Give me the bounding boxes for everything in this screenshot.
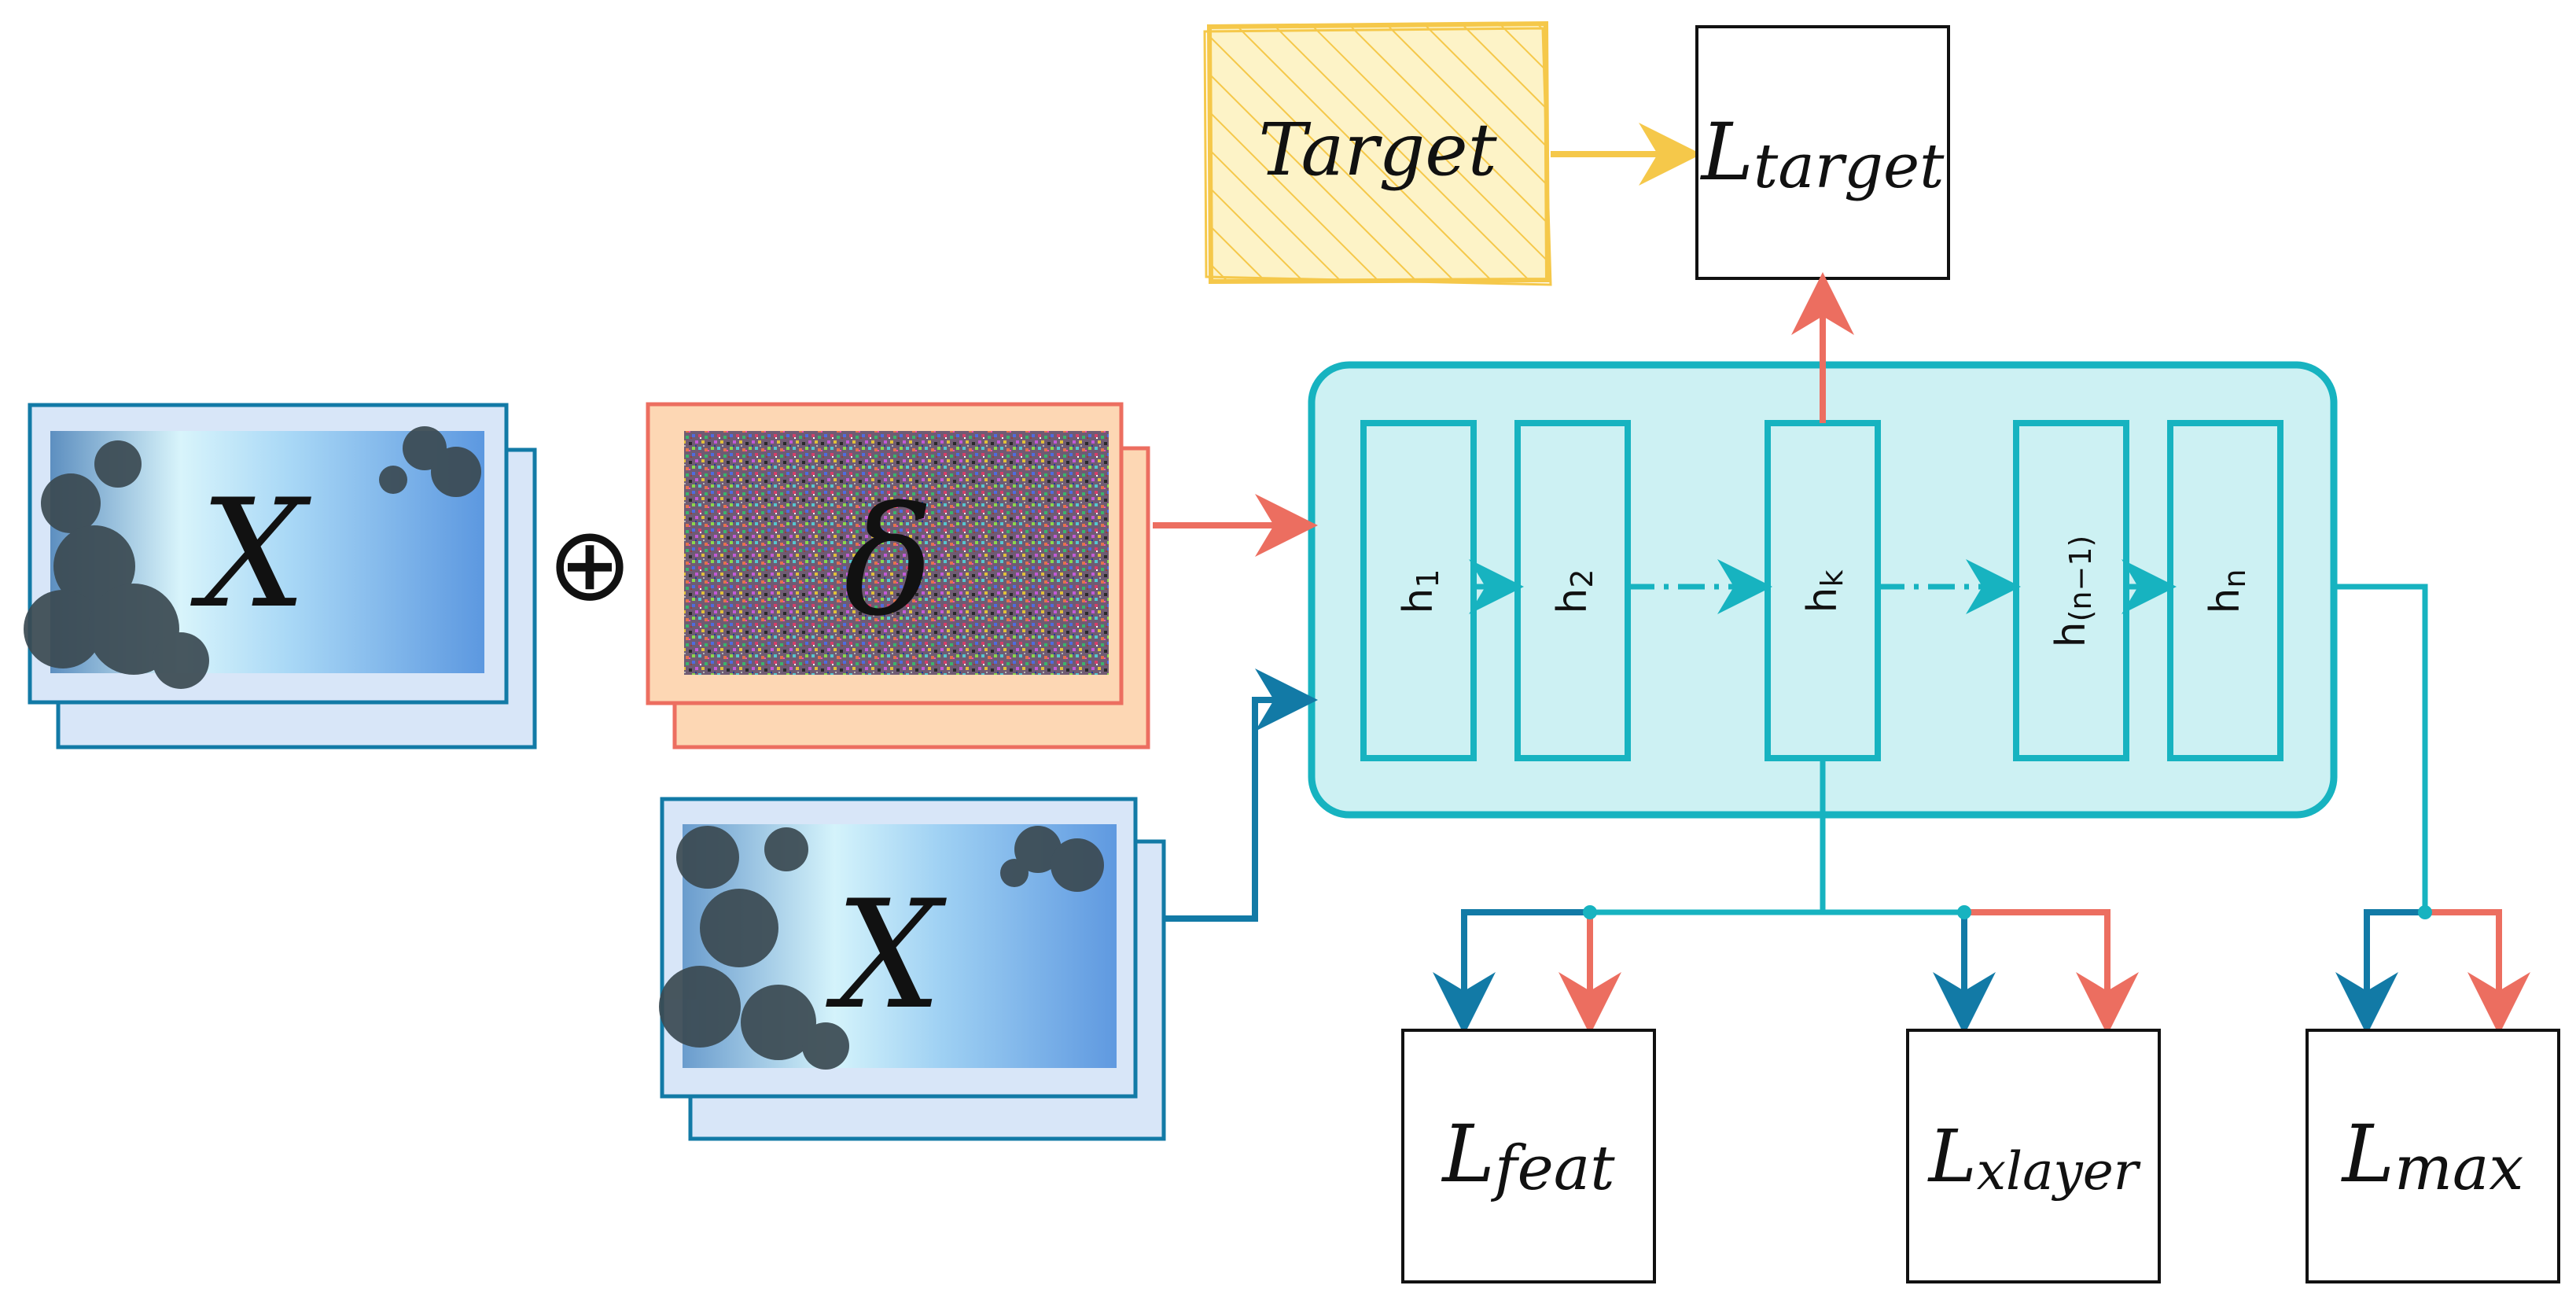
loss-xlayer-label: Lxlayer — [1927, 1114, 2141, 1202]
feat-branch-dot — [1583, 905, 1597, 919]
layer-h2-label: h2 — [1549, 569, 1599, 613]
loss-xlayer-box: Lxlayer — [1906, 1029, 2161, 1283]
xlayer-branch-dot — [1957, 905, 1971, 919]
perturbation-noise — [684, 431, 1109, 675]
layer-hn-1-label: h(n−1) — [2048, 536, 2098, 648]
perturbation-stack: δ — [646, 402, 1150, 749]
loss-max-label: Lmax — [2341, 1108, 2524, 1204]
hn-branch-stem — [2334, 584, 2428, 912]
feat-blue-arrow — [1433, 909, 1590, 1035]
xlayer-red-arrow — [1964, 909, 2139, 1035]
max-branch-dot — [2418, 905, 2432, 919]
loss-max-box: Lmax — [2306, 1029, 2560, 1283]
loss-feat-box: Lfeat — [1401, 1029, 1656, 1283]
reference-image-symbol: X — [825, 868, 947, 1042]
target-box: Target — [1203, 20, 1552, 286]
max-red-arrow — [2425, 909, 2530, 1035]
layer-hn-1: h(n−1) — [2013, 420, 2129, 761]
combine-operator: ⊕ — [547, 504, 633, 624]
max-blue-arrow — [2335, 909, 2425, 1035]
tree-foliage — [659, 826, 1104, 1070]
layer-hk: hk — [1765, 420, 1881, 761]
clean-image-symbol: X — [190, 467, 311, 641]
layer-h1: h1 — [1360, 420, 1477, 761]
loss-target-box: Ltarget — [1695, 25, 1950, 280]
loss-feat-label: Lfeat — [1441, 1108, 1615, 1204]
reference-image-stack: X — [659, 797, 1166, 1141]
perturbation-symbol: δ — [844, 475, 933, 649]
layer-h2: h2 — [1514, 420, 1631, 761]
target-label: Target — [1258, 108, 1497, 192]
loss-target-label: Ltarget — [1700, 106, 1945, 202]
layer-hn: hn — [2167, 420, 2283, 761]
clean-image-stack: X — [24, 403, 537, 749]
tree-foliage — [24, 426, 481, 689]
reference-input-arrow — [1164, 668, 1318, 922]
layer-hn-label: hn — [2202, 569, 2252, 613]
layer-hk-label: hk — [1799, 570, 1849, 613]
layer-h1-label: h1 — [1395, 569, 1445, 613]
